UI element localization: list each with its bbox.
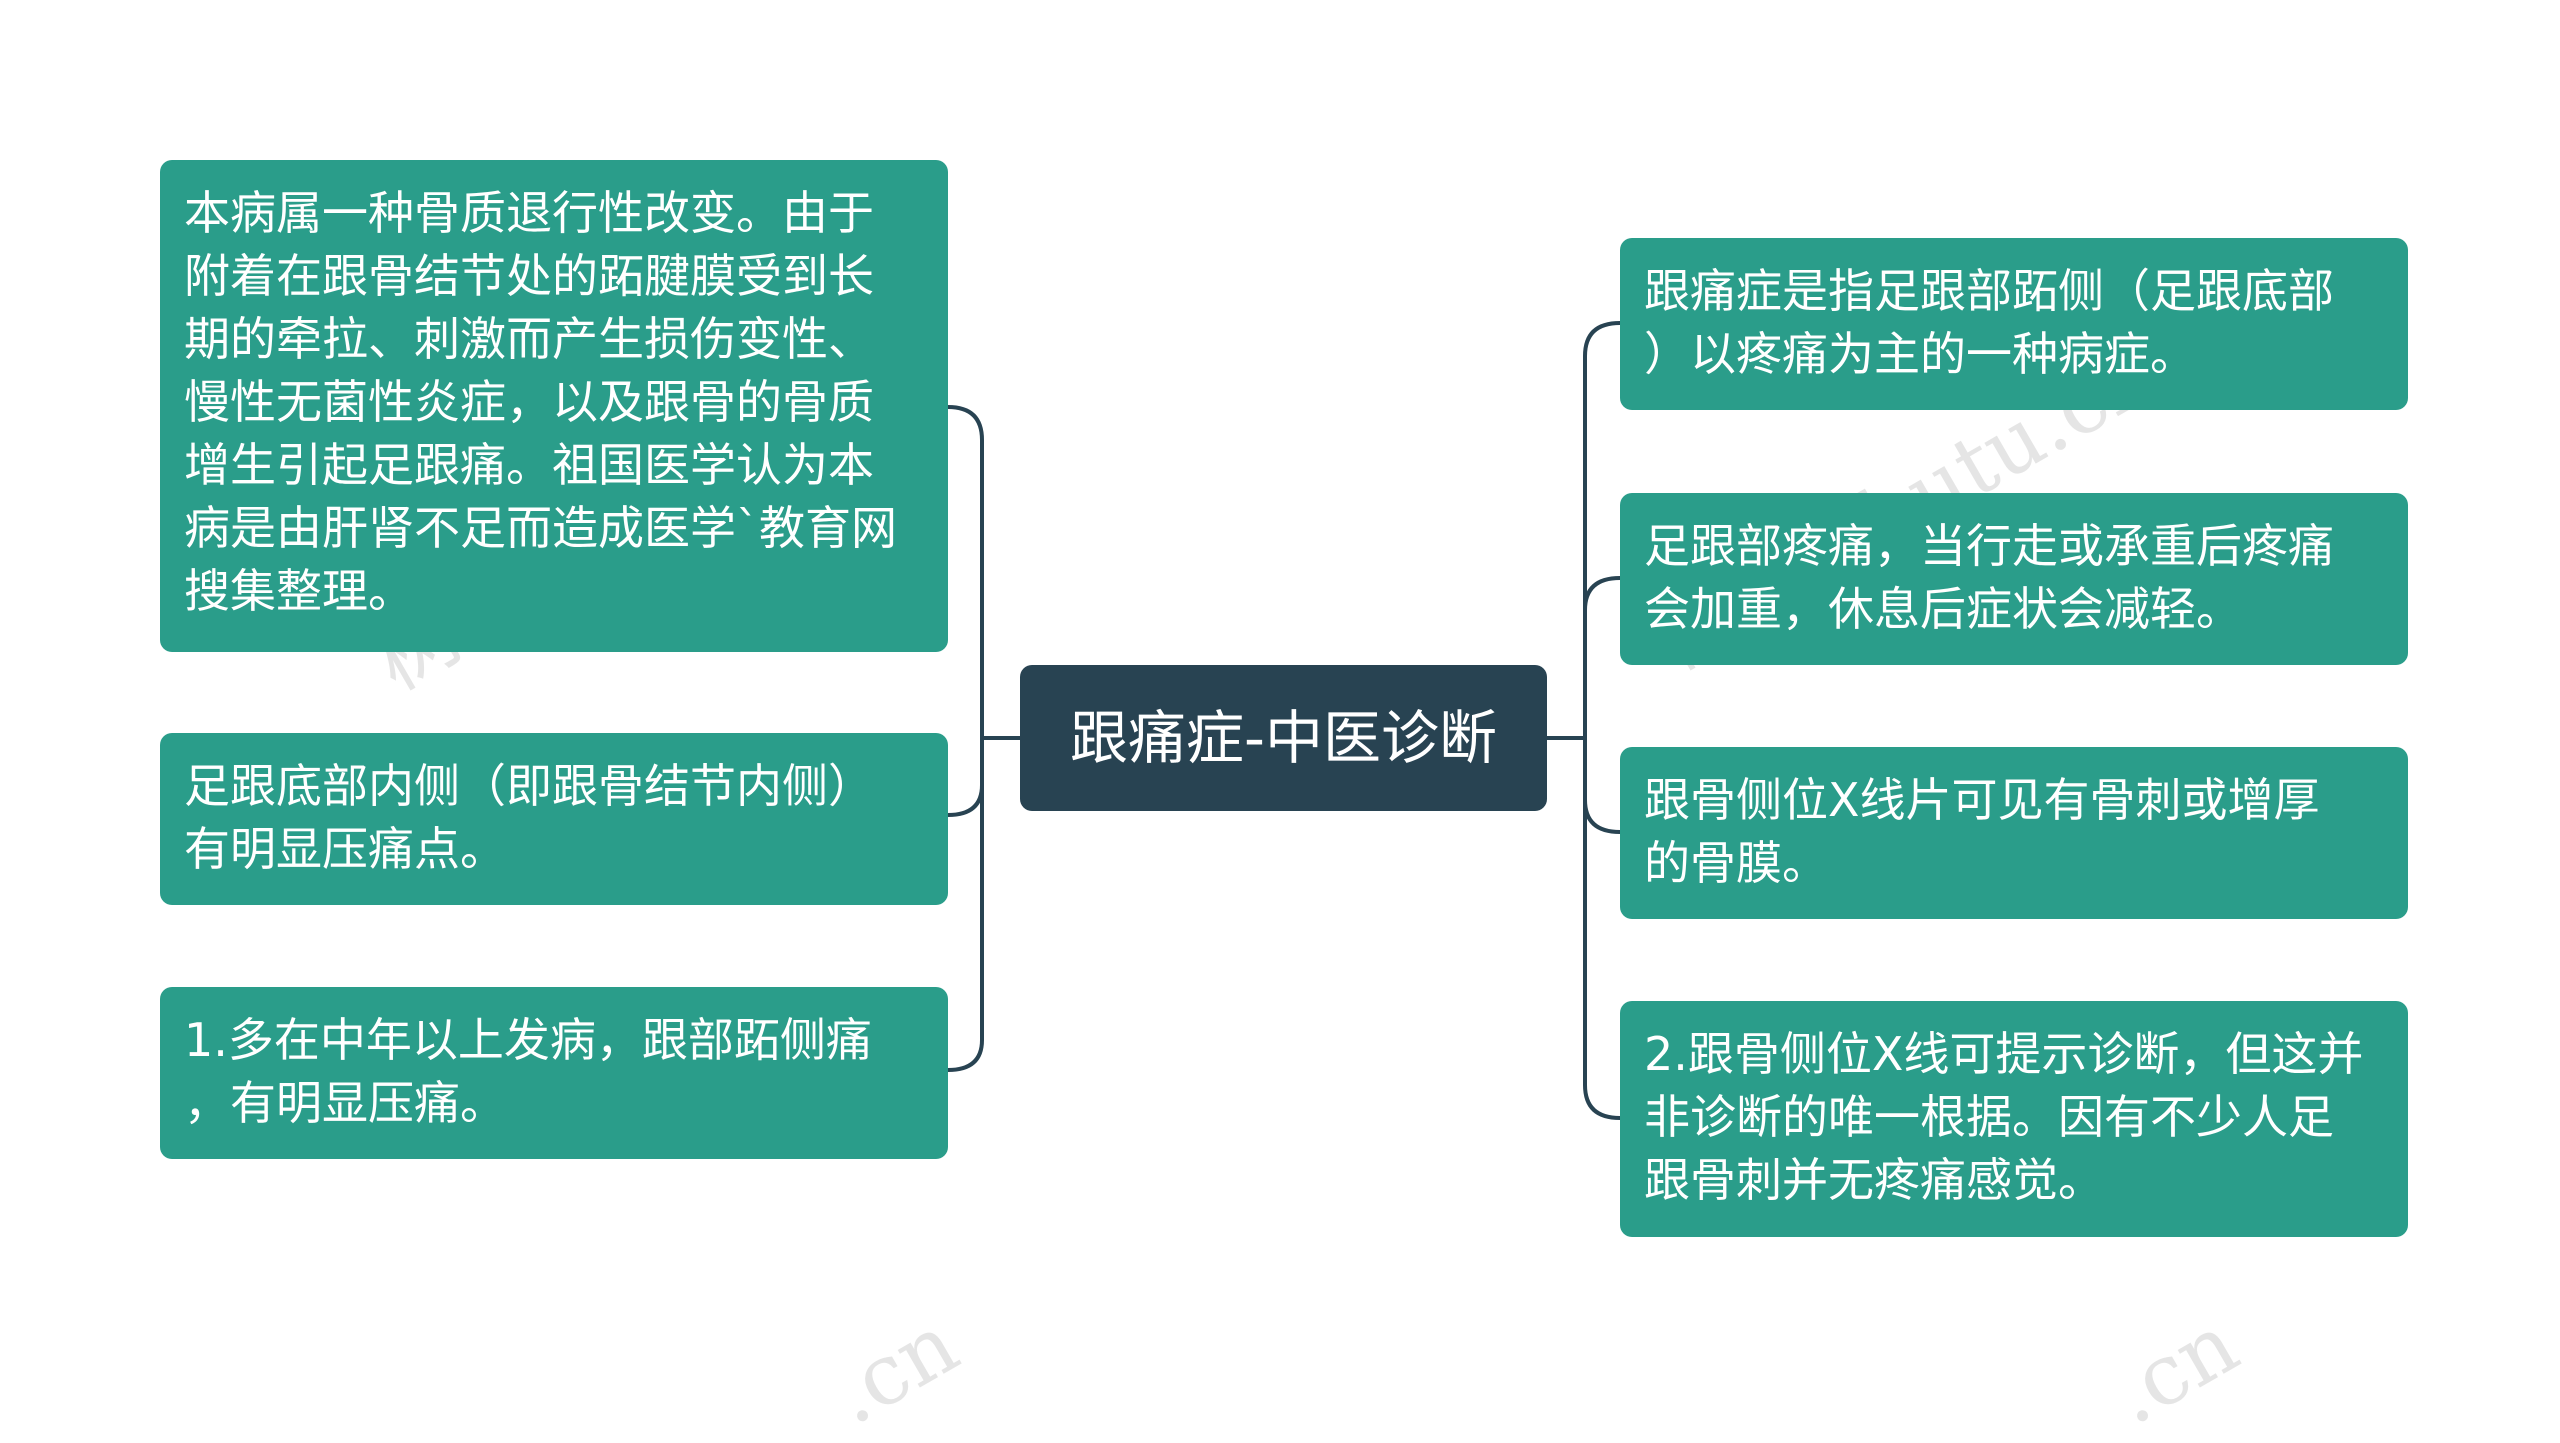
connector-left-branch-2 <box>946 783 984 817</box>
mind-map-canvas: 树图 shutu.cn 树图 shutu.cn .cn .cn 本病属一种骨质退… <box>160 160 2408 1443</box>
connector-right-branch-3 <box>1583 798 1622 834</box>
topic-node-right-3[interactable]: 跟骨侧位X线片可见有骨刺或增厚 的骨膜。 <box>1620 747 2408 919</box>
central-topic[interactable]: 跟痛症-中医诊断 <box>1020 665 1547 811</box>
topic-node-left-2[interactable]: 足跟底部内侧（即跟骨结节内侧） 有明显压痛点。 <box>160 733 948 905</box>
topic-node-left-3[interactable]: 1.多在中年以上发病，跟部跖侧痛 ，有明显压痛。 <box>160 987 948 1159</box>
topic-node-left-1[interactable]: 本病属一种骨质退行性改变。由于 附着在跟骨结节处的跖腱膜受到长 期的牵拉、刺激而… <box>160 160 948 652</box>
topic-node-right-1[interactable]: 跟痛症是指足跟部跖侧（足跟底部 ）以疼痛为主的一种病症。 <box>1620 238 2408 410</box>
connector-right-trunk <box>1583 321 1622 1120</box>
connector-right-branch-2 <box>1583 576 1622 612</box>
connector-left-trunk <box>946 405 984 1072</box>
topic-node-right-2[interactable]: 足跟部疼痛，当行走或承重后疼痛 会加重，休息后症状会减轻。 <box>1620 493 2408 665</box>
topic-node-right-4[interactable]: 2.跟骨侧位X线可提示诊断，但这并 非诊断的唯一根据。因有不少人足 跟骨刺并无疼… <box>1620 1001 2408 1237</box>
connector-lines <box>946 321 1622 1120</box>
